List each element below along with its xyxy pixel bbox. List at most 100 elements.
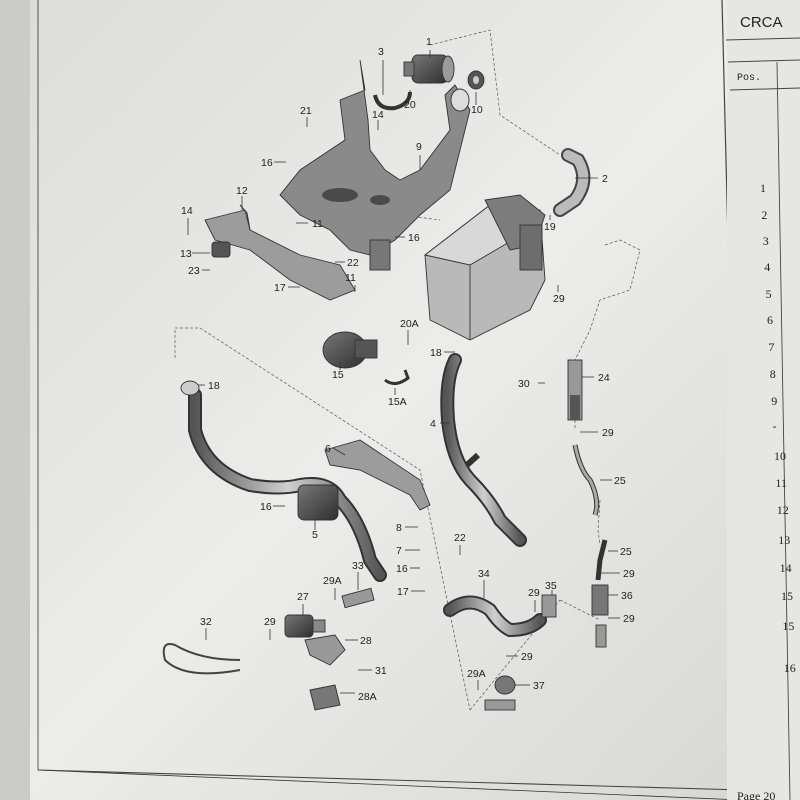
part-35-hose — [541, 594, 557, 618]
part-5-valve — [297, 484, 339, 521]
callout-35: 35 — [545, 580, 557, 595]
part-4-coolant-hose — [440, 353, 527, 547]
table-position-9: 9 — [771, 394, 777, 408]
callout-11-lower: 11 — [345, 272, 356, 292]
part-3-clamp — [373, 91, 412, 111]
callout-21: 21 — [300, 105, 312, 127]
svg-text:2: 2 — [602, 173, 608, 185]
svg-text:10: 10 — [471, 104, 483, 116]
callout-29-g: 29 — [506, 651, 533, 663]
callout-3: 3 — [378, 46, 384, 95]
svg-text:28A: 28A — [358, 691, 377, 703]
part-15a-clamp — [384, 369, 410, 385]
svg-text:34: 34 — [478, 568, 490, 580]
svg-text:11: 11 — [345, 272, 356, 284]
table-position-12: 11 — [775, 476, 787, 490]
part-36-hose — [591, 584, 609, 648]
part-33-hose — [341, 587, 375, 609]
callout-29-e: 29 — [264, 616, 276, 640]
diagram-frame-bottom — [37, 769, 743, 791]
part-24-hose — [567, 359, 583, 421]
table-position-17: 15 — [782, 619, 794, 633]
callout-18-left: 18 — [198, 380, 220, 392]
svg-text:17: 17 — [397, 586, 409, 598]
table-position-5: 5 — [766, 287, 772, 301]
svg-text:11: 11 — [312, 218, 323, 230]
svg-text:29: 29 — [623, 613, 635, 625]
part-18-coolant-hose — [180, 380, 387, 582]
part-9-mounting-bracket — [279, 59, 471, 271]
svg-text:29: 29 — [264, 616, 276, 628]
page-footer: Page 20 — [737, 789, 775, 800]
callout-36: 36 — [608, 590, 633, 602]
svg-text:20: 20 — [404, 99, 416, 111]
table-position-1: 1 — [760, 181, 766, 195]
callout-14-upper: 14 — [372, 109, 384, 130]
callout-17-lower: 17 — [397, 586, 425, 598]
svg-text:31: 31 — [375, 665, 387, 677]
part-10-grommet — [467, 70, 485, 90]
part-6-bracket — [324, 439, 431, 511]
part-15-pump — [322, 331, 378, 369]
svg-text:29: 29 — [602, 427, 614, 439]
svg-text:8: 8 — [396, 522, 402, 534]
svg-text:29A: 29A — [467, 668, 486, 680]
callout-12: 12 — [236, 185, 248, 210]
svg-text:29: 29 — [521, 651, 533, 663]
callout-33: 33 — [352, 560, 364, 590]
svg-text:23: 23 — [188, 265, 200, 277]
callout-28: 28 — [345, 635, 372, 647]
callout-29-f: 29 — [528, 587, 540, 612]
svg-text:36: 36 — [621, 590, 633, 602]
table-position-14: 13 — [778, 533, 790, 547]
svg-text:13: 13 — [180, 248, 192, 260]
callout-16-low: 16 — [396, 563, 420, 575]
callout-16-mid: 16 — [260, 501, 285, 513]
part-2-elbow-hose — [553, 148, 591, 217]
svg-text:21: 21 — [300, 105, 312, 117]
table-position-7: 7 — [768, 340, 774, 354]
callout-15a: 15A — [388, 388, 407, 408]
callout-labels: 1 2 3 4 5 6 7 8 9 10 11 11 12 13 14 14 1… — [180, 36, 635, 703]
svg-text:4: 4 — [430, 418, 436, 430]
callout-1: 1 — [426, 36, 432, 58]
callout-19: 19 — [544, 215, 556, 233]
svg-text:16: 16 — [396, 563, 408, 575]
callout-22-lower: 22 — [454, 532, 466, 555]
table-position-3: 3 — [763, 234, 769, 248]
callout-8: 8 — [396, 522, 418, 534]
svg-text:7: 7 — [396, 545, 402, 557]
callout-15: 15 — [332, 362, 344, 381]
svg-text:3: 3 — [378, 46, 384, 58]
svg-text:1: 1 — [426, 36, 432, 48]
callout-5: 5 — [312, 520, 318, 541]
svg-text:17: 17 — [274, 282, 286, 294]
svg-text:18: 18 — [430, 347, 442, 359]
table-code: CRCA — [740, 14, 783, 31]
svg-text:16: 16 — [261, 157, 273, 169]
table-pos-header: Pos. — [737, 73, 761, 84]
callout-23: 23 — [188, 265, 210, 277]
svg-text:29: 29 — [623, 568, 635, 580]
table-position-18: 16 — [784, 661, 796, 675]
callout-34: 34 — [478, 568, 490, 598]
part-28-bracket — [304, 634, 346, 666]
svg-text:29A: 29A — [323, 575, 342, 587]
svg-text:19: 19 — [544, 221, 556, 233]
page-edge-shadow — [0, 0, 30, 800]
svg-text:5: 5 — [312, 529, 318, 541]
svg-text:30: 30 — [518, 378, 530, 390]
part-34-hose — [443, 595, 547, 638]
svg-text:18: 18 — [208, 380, 220, 392]
callout-17-upper: 17 — [274, 282, 300, 294]
callout-28a: 28A — [340, 691, 377, 703]
part-28a-plate — [309, 684, 341, 711]
svg-text:33: 33 — [352, 560, 364, 572]
svg-text:9: 9 — [416, 141, 422, 153]
svg-text:16: 16 — [260, 501, 272, 513]
callout-29-c: 29 — [600, 568, 635, 580]
table-position-11: 10 — [774, 449, 786, 463]
callout-25-lower: 25 — [608, 546, 632, 558]
